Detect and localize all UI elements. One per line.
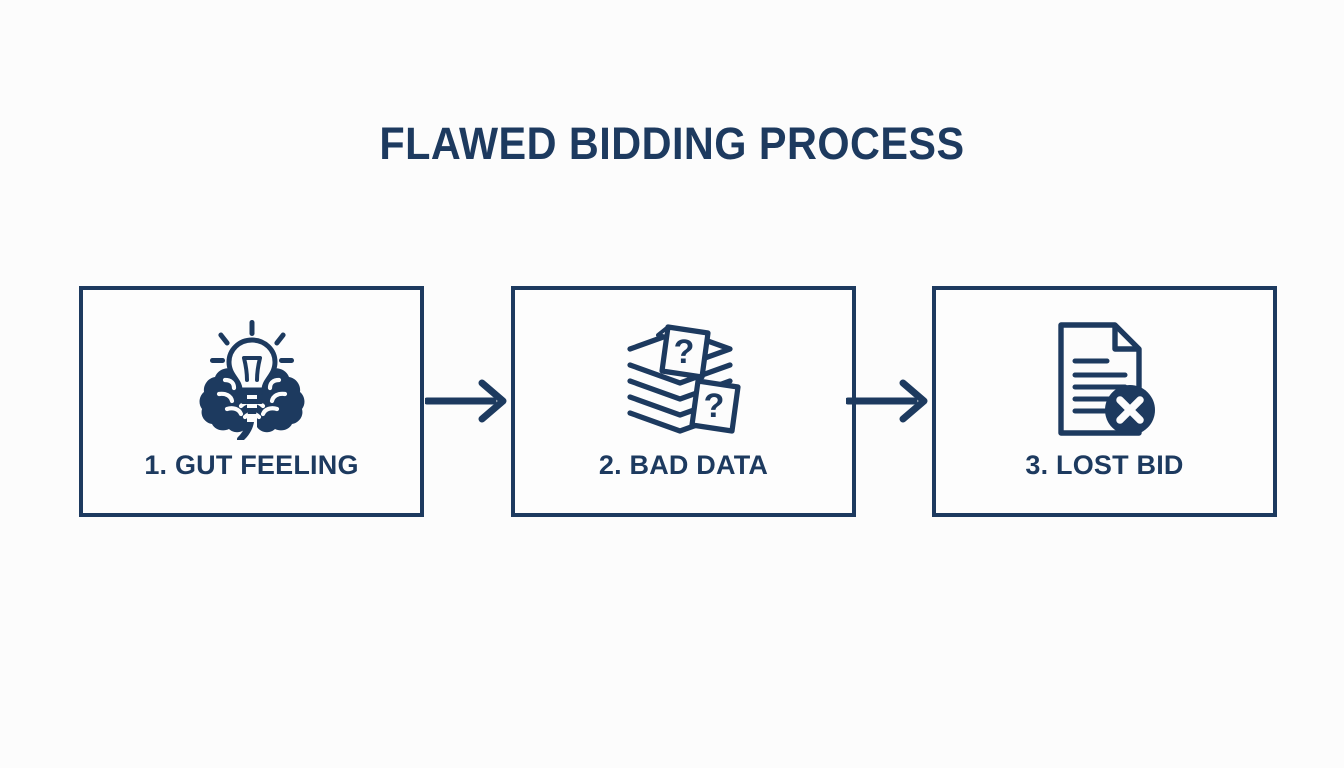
brain-lightbulb-icon	[83, 316, 420, 441]
step-label-1: 1. GUT FEELING	[144, 450, 359, 480]
paper-stack-question-icon: ? ?	[515, 316, 852, 441]
page-title: FLAWED BIDDING PROCESS	[379, 118, 965, 169]
step-label-3: 3. LOST BID	[1025, 450, 1184, 480]
svg-text:?: ?	[673, 333, 694, 371]
step-card-1[interactable]: 1. GUT FEELING	[79, 286, 424, 517]
arrow-right-icon-2	[844, 371, 934, 431]
arrow-right-icon-1	[423, 371, 513, 431]
step-card-2[interactable]: ? ? 2. BAD DATA	[511, 286, 856, 517]
document-x-icon	[936, 316, 1273, 441]
svg-text:?: ?	[703, 387, 724, 425]
step-label-2: 2. BAD DATA	[598, 450, 769, 480]
process-flow: 1. GUT FEELING	[79, 286, 1277, 517]
step-card-3[interactable]: 3. LOST BID	[932, 286, 1277, 517]
